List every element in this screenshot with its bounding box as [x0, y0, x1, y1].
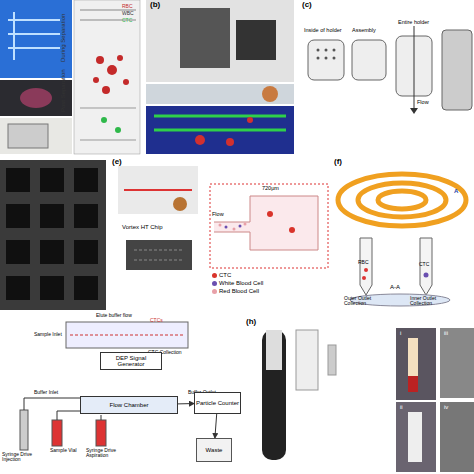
panel-label: Inside of holder: [304, 28, 348, 34]
panel-label: Syringe Drive Injection: [2, 452, 46, 463]
panel-label: Entire holder: [398, 20, 438, 26]
tube-connector: [178, 403, 194, 404]
panel-label: Vortex HT Chip: [122, 224, 182, 230]
device-box: Particle Counter: [194, 392, 241, 414]
panel-label: iv: [444, 404, 458, 410]
device-box: Waste: [196, 438, 232, 462]
legend-row: Red Blood Cell: [212, 288, 259, 294]
panel-label: Syringe Drive Aspiration: [86, 448, 132, 459]
legend-text: Red Blood Cell: [219, 288, 259, 294]
panel-label: During Separation: [60, 0, 66, 62]
panel-label: iii: [444, 330, 458, 336]
panel-label: (c): [302, 1, 322, 9]
legend-row: CTC: [212, 272, 231, 278]
panel-label: Flow: [417, 100, 437, 106]
panel-label: Buffer Inlet: [34, 390, 66, 395]
box-text: DEP Signal Generator: [102, 355, 160, 368]
panel-label: Flow: [212, 212, 232, 218]
panel-label: 720μm: [262, 186, 302, 192]
panel-label: (e): [112, 158, 132, 166]
panel-label: Sample Vial: [50, 448, 80, 453]
panel-label: CTC: [419, 262, 439, 267]
panel-label: Inner Outlet Collection: [410, 296, 452, 307]
panel-label: RBC: [122, 4, 140, 9]
device-box: DEP Signal Generator: [100, 352, 162, 370]
panel-label: WBC: [122, 11, 140, 16]
panel-label: A-A: [390, 284, 414, 290]
panel-label: (b): [150, 1, 170, 9]
panel-label: (h): [246, 318, 266, 326]
legend-swatch: [212, 281, 217, 286]
panel-label: i: [400, 330, 410, 336]
legend-row: White Blood Cell: [212, 280, 263, 286]
tube-connector: [215, 414, 217, 438]
panel-label: CTCs: [150, 318, 180, 323]
box-text: Flow Chamber: [109, 402, 148, 408]
device-box: Flow Chamber: [80, 396, 178, 414]
panel-label: Sample Inlet: [34, 332, 68, 337]
panel-label: Assembly: [352, 28, 392, 34]
panel-label: Outer Outlet Collection: [344, 296, 386, 307]
legend-swatch: [212, 273, 217, 278]
box-text: Particle Counter: [196, 400, 239, 406]
panel-label: ii: [400, 404, 410, 410]
panel-label: RBC: [358, 260, 378, 265]
panel-label: CTC: [122, 18, 140, 23]
panel-label: (f): [334, 158, 354, 166]
box-text: Waste: [206, 447, 223, 453]
legend-text: White Blood Cell: [219, 280, 263, 286]
legend-swatch: [212, 289, 217, 294]
panel-label: Elute buffer flow: [96, 313, 156, 318]
panel-label: Post Separation: [60, 42, 66, 112]
panel-label: A: [454, 188, 464, 194]
legend-text: CTC: [219, 272, 231, 278]
